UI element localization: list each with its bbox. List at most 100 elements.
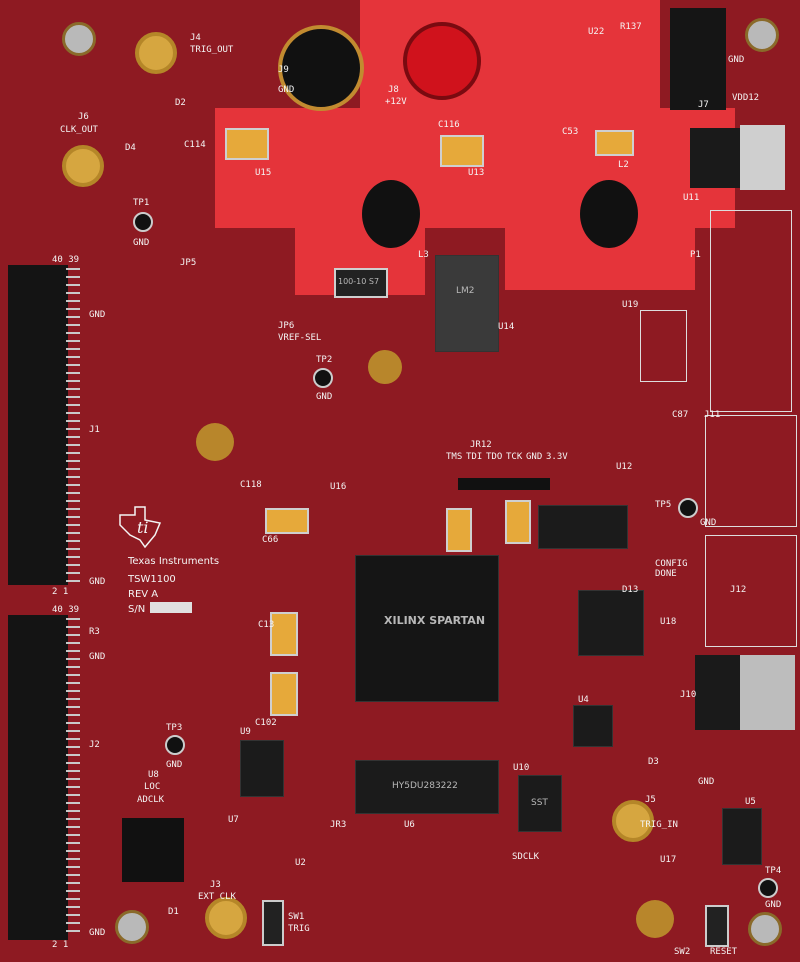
silkscreen-label: U17	[660, 855, 677, 865]
chip-u10: SST	[518, 775, 562, 832]
header-pin	[66, 356, 80, 358]
header-pin	[66, 834, 80, 836]
silkscreen-label: TDO	[486, 452, 503, 462]
silkscreen-label: C102	[255, 718, 277, 728]
header-pin	[66, 268, 80, 270]
silkscreen-label: TP3	[166, 723, 183, 733]
header-pin	[66, 548, 80, 550]
d8-marking: 100-10 S7	[338, 277, 380, 286]
u10-marking: SST	[531, 798, 548, 808]
silkscreen-label: GND	[89, 577, 106, 587]
chip-u14: LM2	[435, 255, 499, 352]
header-pin	[66, 674, 80, 676]
silkscreen-label: J8	[388, 85, 399, 95]
silkscreen-label: J5	[645, 795, 656, 805]
socket-u8[interactable]	[122, 818, 184, 882]
sma-connector-j6[interactable]	[62, 145, 104, 187]
silkscreen-label: 40 39	[52, 605, 80, 615]
silkscreen-label: TP4	[765, 866, 782, 876]
header-pin	[66, 476, 80, 478]
sma-connector-j5[interactable]	[612, 800, 654, 842]
header-pin	[66, 460, 80, 462]
silkscreen-label: U6	[404, 820, 415, 830]
chip-u18	[578, 590, 644, 656]
black-banana-jack-j9[interactable]	[278, 25, 364, 111]
capacitor-c13	[270, 612, 298, 656]
connector-j11[interactable]	[705, 415, 797, 527]
header-pin	[66, 866, 80, 868]
silkscreen-label: +12V	[385, 97, 407, 107]
silkscreen-label: J1	[89, 425, 100, 435]
silkscreen-label: U19	[622, 300, 639, 310]
header-pin	[66, 276, 80, 278]
usb-shell	[740, 655, 795, 730]
header-pin	[66, 556, 80, 558]
header-pin	[66, 532, 80, 534]
test-point-tp4[interactable]	[758, 878, 778, 898]
header-pin	[66, 898, 80, 900]
silkscreen-label: C53	[562, 127, 579, 137]
header-pin	[66, 524, 80, 526]
silkscreen-label: U18	[660, 617, 677, 627]
jtag-header[interactable]	[458, 478, 550, 490]
silkscreen-label: TCK	[506, 452, 523, 462]
header-pin	[66, 850, 80, 852]
header-pin	[66, 930, 80, 932]
reset-switch-sw2[interactable]	[705, 905, 729, 947]
silkscreen-label: GND	[278, 85, 295, 95]
silkscreen-label: U4	[578, 695, 589, 705]
silkscreen-label: J7	[698, 100, 709, 110]
header-pin	[66, 626, 80, 628]
silkscreen-label: J9	[278, 65, 289, 75]
silkscreen-label: 2 1	[52, 587, 69, 597]
header-pin	[66, 706, 80, 708]
header-pin	[66, 650, 80, 652]
silkscreen-label: J4	[190, 33, 201, 43]
silkscreen-label: GND	[526, 452, 543, 462]
capacitor-c30	[505, 500, 531, 544]
silkscreen-label: C13	[258, 620, 275, 630]
red-banana-jack-j8[interactable]	[403, 22, 481, 100]
heatsink-tab	[740, 125, 785, 190]
header-pin	[66, 580, 80, 582]
header-pin	[66, 428, 80, 430]
sma-connector-j4[interactable]	[135, 32, 177, 74]
header-pin	[66, 436, 80, 438]
header-pin	[66, 388, 80, 390]
silkscreen-label: L3	[418, 250, 429, 260]
header-pin	[66, 348, 80, 350]
header-pin	[66, 484, 80, 486]
silkscreen-label: D2	[175, 98, 186, 108]
inductor-l3	[362, 180, 420, 248]
silkscreen-label: SDCLK	[512, 852, 540, 862]
silkscreen-label: GND	[166, 760, 183, 770]
silkscreen-label: U8	[148, 770, 159, 780]
header-pin	[66, 412, 80, 414]
silkscreen-label: GND	[89, 928, 106, 938]
header-pin	[66, 404, 80, 406]
silkscreen-label: TP1	[133, 198, 150, 208]
trig-switch-sw1[interactable]	[262, 900, 284, 946]
test-point-tp1[interactable]	[133, 212, 153, 232]
header-pin	[66, 890, 80, 892]
test-point-tp5[interactable]	[678, 498, 698, 518]
silkscreen-label: GND	[728, 55, 745, 65]
silkscreen-label: TDI	[466, 452, 483, 462]
test-point-tp2[interactable]	[313, 368, 333, 388]
mounting-screw	[62, 22, 96, 56]
silkscreen-label: JR12	[470, 440, 492, 450]
header-pin	[66, 364, 80, 366]
silkscreen-label: U16	[330, 482, 347, 492]
header-pin	[66, 730, 80, 732]
sma-connector-j3[interactable]	[205, 897, 247, 939]
connector-p1[interactable]	[710, 210, 792, 412]
dc-jack-j7[interactable]	[670, 8, 726, 110]
silkscreen-label: GND	[89, 652, 106, 662]
capacitor-c53	[595, 130, 634, 156]
chip-u16	[538, 505, 628, 549]
header-pin	[66, 802, 80, 804]
connector-j12[interactable]	[705, 535, 797, 647]
test-point-tp3[interactable]	[165, 735, 185, 755]
header-pin	[66, 284, 80, 286]
